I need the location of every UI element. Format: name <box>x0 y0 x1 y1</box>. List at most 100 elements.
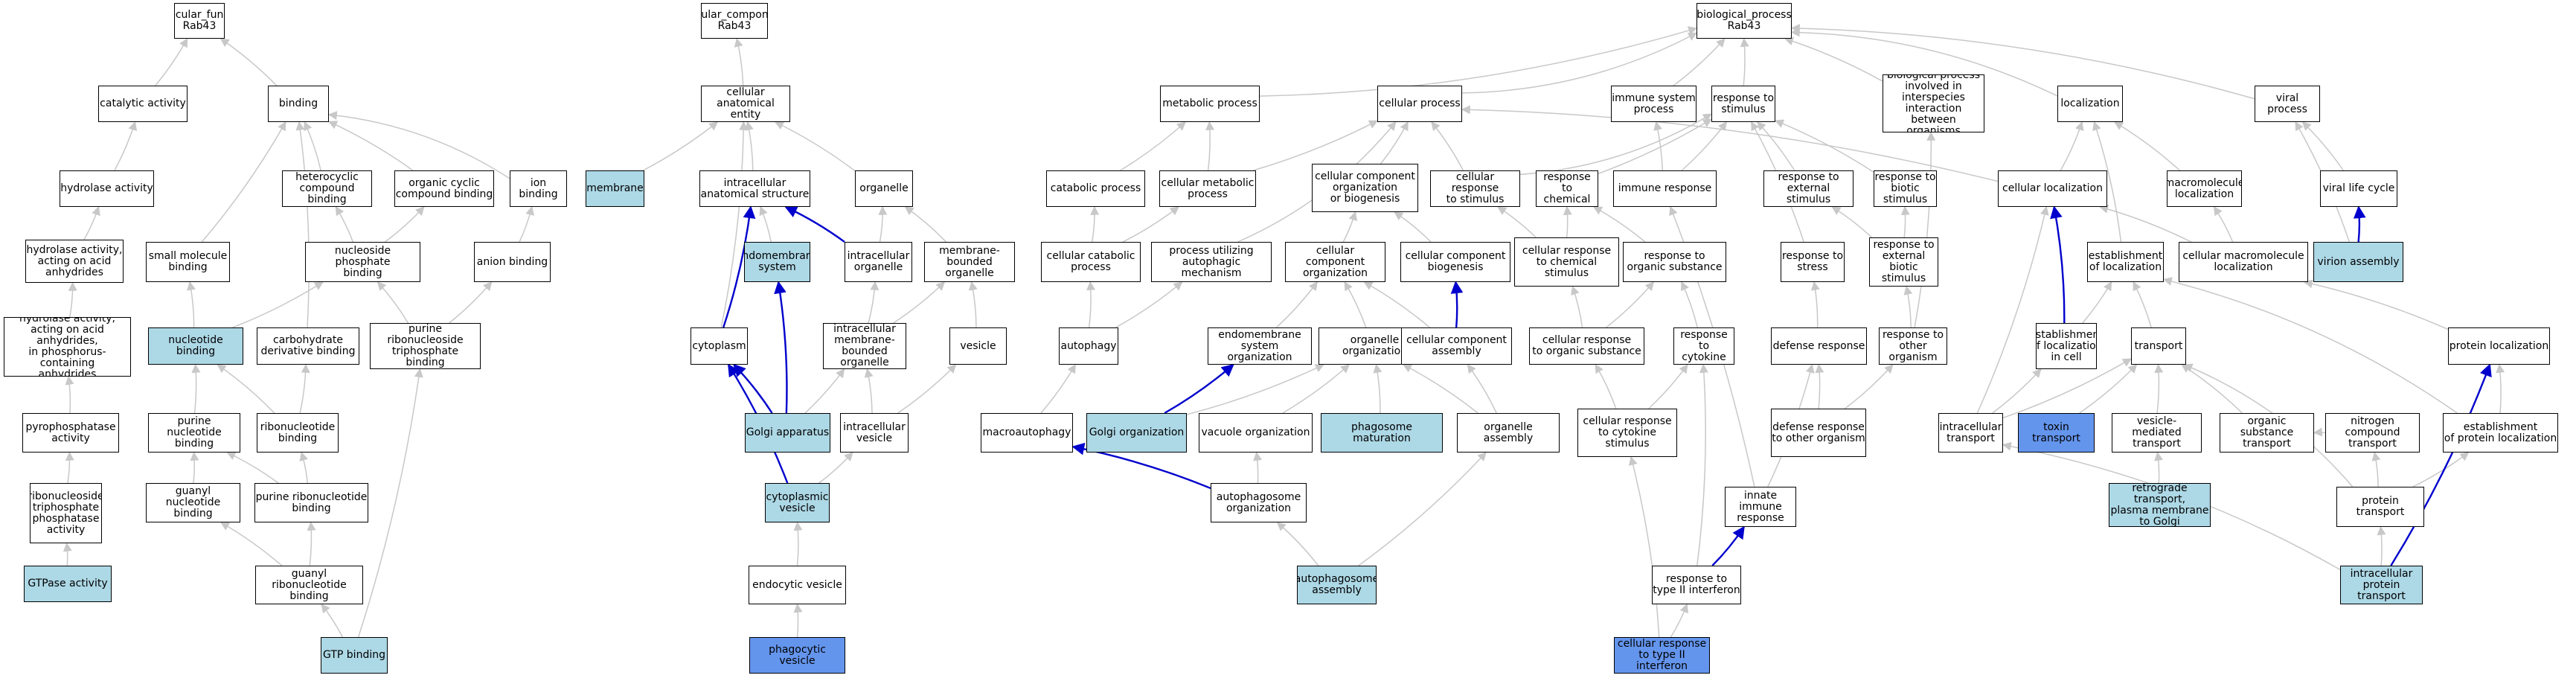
go-term-metabolic[interactable]: metabolic process <box>1160 86 1260 122</box>
go-term-ion-binding[interactable]: ion binding <box>510 170 567 207</box>
go-term-immune-sys[interactable]: immune system process <box>1611 86 1696 122</box>
go-term-retrograde[interactable]: retrograde transport, plasma membrane to… <box>2109 483 2211 527</box>
go-term-toxin-transport[interactable]: toxin transport <box>2018 413 2095 453</box>
go-term-transport[interactable]: transport <box>2131 327 2186 365</box>
go-term-catabolic[interactable]: catabolic process <box>1046 170 1145 207</box>
go-term-ic-protein-transport[interactable]: intracellular protein transport <box>2340 566 2423 604</box>
go-term-resp-ext-stim[interactable]: response to external stimulus <box>1763 170 1853 207</box>
go-term-defense-resp[interactable]: defense response <box>1771 327 1867 365</box>
go-term-resp-ifng[interactable]: response to type II interferon <box>1652 566 1741 604</box>
go-term-cc-org-biog[interactable]: cellular component organization or bioge… <box>1312 164 1418 212</box>
go-term-viral-cycle[interactable]: viral life cycle <box>2320 170 2397 207</box>
go-term-bp-root[interactable]: biological_process Rab43 <box>1696 3 1792 39</box>
go-term-ic-vesicle[interactable]: intracellular vesicle <box>840 413 909 453</box>
go-term-resp-cytokine[interactable]: response to cytokine <box>1673 327 1734 365</box>
go-term-autophagosome-org[interactable]: autophagosome organization <box>1211 483 1307 522</box>
go-term-purine-rntp[interactable]: purine ribonucleoside triphosphate bindi… <box>370 323 481 369</box>
go-term-estab-protein-loc[interactable]: establishment of protein localization <box>2443 413 2558 453</box>
go-term-cyto-vesicle[interactable]: cytoplasmic vesicle <box>765 483 830 522</box>
go-term-nucleoside-phos[interactable]: nucleoside phosphate binding <box>305 242 420 282</box>
go-term-hydro-acid[interactable]: hydrolase activity, acting on acid anhyd… <box>25 240 124 283</box>
go-term-cell-macromol-loc[interactable]: cellular macromolecule localization <box>2179 242 2308 282</box>
go-term-cae[interactable]: cellular anatomical entity <box>701 86 790 122</box>
go-term-cc-org[interactable]: cellular component organization <box>1285 242 1385 282</box>
go-term-hydro-phos[interactable]: hydrolase activity, acting on acid anhyd… <box>4 317 131 377</box>
go-term-nitrogen-transport[interactable]: nitrogen compound transport <box>2325 413 2420 453</box>
go-term-estab-loc[interactable]: establishment of localization <box>2087 242 2164 282</box>
go-term-virion-assembly[interactable]: virion assembly <box>2313 242 2403 282</box>
go-term-gtp-binding[interactable]: GTP binding <box>321 637 388 674</box>
go-term-resp-chemical[interactable]: response to chemical <box>1536 170 1598 207</box>
go-term-organelle-assembly[interactable]: organelle assembly <box>1457 413 1560 453</box>
go-term-binding[interactable]: binding <box>268 86 329 122</box>
go-term-endo-sys-org[interactable]: endomembrane system organization <box>1208 327 1312 365</box>
go-term-ribonucleotide[interactable]: ribonucleotide binding <box>257 413 339 453</box>
go-term-organic-cyclic[interactable]: organic cyclic compound binding <box>394 170 494 207</box>
go-term-autophagy[interactable]: autophagy <box>1059 327 1118 365</box>
go-term-endocytic-vesicle[interactable]: endocytic vesicle <box>749 566 846 604</box>
go-term-vacuole-org[interactable]: vacuole organization <box>1199 413 1313 453</box>
go-term-purine-nt[interactable]: purine nucleotide binding <box>148 413 240 453</box>
go-term-viral-process[interactable]: viral process <box>2255 86 2320 122</box>
go-term-cell-metabolic[interactable]: cellular metabolic process <box>1159 170 1256 207</box>
go-term-cellular-process[interactable]: cellular process <box>1377 86 1462 122</box>
go-term-rntpase[interactable]: ribonucleoside triphosphate phosphatase … <box>30 483 102 543</box>
go-term-mf-root[interactable]: molecular_function Rab43 <box>174 3 225 39</box>
go-term-hydrolase[interactable]: hydrolase activity <box>60 170 154 207</box>
go-term-cell-resp-stim[interactable]: cellular response to stimulus <box>1430 170 1520 207</box>
go-term-cc-biog[interactable]: cellular component biogenesis <box>1400 242 1510 282</box>
go-term-phagocytic-vesicle[interactable]: phagocytic vesicle <box>749 637 845 674</box>
go-term-ic-organelle[interactable]: intracellular organelle <box>845 242 912 282</box>
go-term-resp-stimulus[interactable]: response to stimulus <box>1711 86 1775 122</box>
go-term-immune-resp[interactable]: immune response <box>1613 170 1717 207</box>
go-term-protein-loc[interactable]: protein localization <box>2448 327 2550 365</box>
go-term-endomembrane[interactable]: endomembrane system <box>744 242 810 282</box>
go-term-cell-resp-cytokine[interactable]: cellular response to cytokine stimulus <box>1577 409 1677 457</box>
go-term-ic-mb-organelle[interactable]: intracellular membrane-bounded organelle <box>823 323 906 369</box>
go-term-cell-resp-ifng[interactable]: cellular response to type II interferon <box>1614 637 1710 674</box>
go-term-purine-rnt[interactable]: purine ribonucleotide binding <box>254 483 368 522</box>
go-term-estab-loc-cell[interactable]: establishment of localization in cell <box>2036 323 2097 369</box>
go-term-localization[interactable]: localization <box>2057 86 2123 122</box>
go-term-anion-binding[interactable]: anion binding <box>474 242 551 282</box>
go-term-interspecies[interactable]: biological process involved in interspec… <box>1883 74 1984 132</box>
go-term-catalytic[interactable]: catalytic activity <box>98 86 188 122</box>
go-term-vesicle-transport[interactable]: vesicle-mediated transport <box>2112 413 2202 453</box>
go-term-cc-root[interactable]: cellular_component Rab43 <box>701 3 768 39</box>
go-term-membrane[interactable]: membrane <box>586 170 644 207</box>
go-term-golgi[interactable]: Golgi apparatus <box>745 413 830 453</box>
go-term-resp-other-org[interactable]: response to other organism <box>1879 327 1947 365</box>
go-term-resp-biotic[interactable]: response to biotic stimulus <box>1874 170 1937 207</box>
go-term-golgi-org[interactable]: Golgi organization <box>1086 413 1187 453</box>
go-term-guanyl-nt[interactable]: guanyl nucleotide binding <box>146 483 240 522</box>
go-term-ic-transport[interactable]: intracellular transport <box>1938 413 2003 453</box>
go-term-carbohydrate[interactable]: carbohydrate derivative binding <box>257 327 359 365</box>
go-term-cc-assembly[interactable]: cellular component assembly <box>1401 327 1512 365</box>
go-term-small-mol[interactable]: small molecule binding <box>146 242 230 282</box>
go-term-innate-immune[interactable]: innate immune response <box>1725 487 1796 527</box>
go-term-resp-stress[interactable]: response to stress <box>1781 242 1845 282</box>
go-term-resp-organic[interactable]: response to organic substance <box>1623 242 1726 282</box>
go-term-autophagosome-asm[interactable]: autophagosome assembly <box>1297 566 1377 604</box>
go-term-heterocyclic[interactable]: heterocyclic compound binding <box>282 170 372 207</box>
go-term-vesicle[interactable]: vesicle <box>949 327 1007 365</box>
go-term-macromol-loc[interactable]: macromolecule localization <box>2167 170 2242 207</box>
go-term-macroautophagy[interactable]: macroautophagy <box>981 413 1073 453</box>
go-term-cell-resp-organic[interactable]: cellular response to organic substance <box>1529 327 1644 365</box>
go-term-pyrophos[interactable]: pyrophosphatase activity <box>22 413 119 453</box>
go-term-resp-ext-biotic[interactable]: response to external biotic stimulus <box>1869 237 1938 287</box>
go-term-cell-resp-chem[interactable]: cellular response to chemical stimulus <box>1514 237 1619 287</box>
go-term-mb-organelle[interactable]: membrane-bounded organelle <box>924 242 1015 282</box>
go-term-organelle[interactable]: organelle <box>855 170 913 207</box>
go-term-autophagic-mech[interactable]: process utilizing autophagic mechanism <box>1151 242 1272 282</box>
go-term-gtpase[interactable]: GTPase activity <box>24 566 112 602</box>
go-term-nucleotide-binding[interactable]: nucleotide binding <box>148 327 243 365</box>
go-term-cell-catabolic[interactable]: cellular catabolic process <box>1041 242 1141 282</box>
go-term-defense-other[interactable]: defense response to other organism <box>1771 409 1866 457</box>
go-term-ias[interactable]: intracellular anatomical structure <box>699 170 810 207</box>
go-term-cytoplasm[interactable]: cytoplasm <box>691 327 748 365</box>
go-term-protein-transport[interactable]: protein transport <box>2336 487 2424 527</box>
go-term-cell-localization[interactable]: cellular localization <box>1998 170 2107 207</box>
go-term-guanyl-rnt[interactable]: guanyl ribonucleotide binding <box>255 566 363 604</box>
go-term-organic-transport[interactable]: organic substance transport <box>2220 413 2314 453</box>
